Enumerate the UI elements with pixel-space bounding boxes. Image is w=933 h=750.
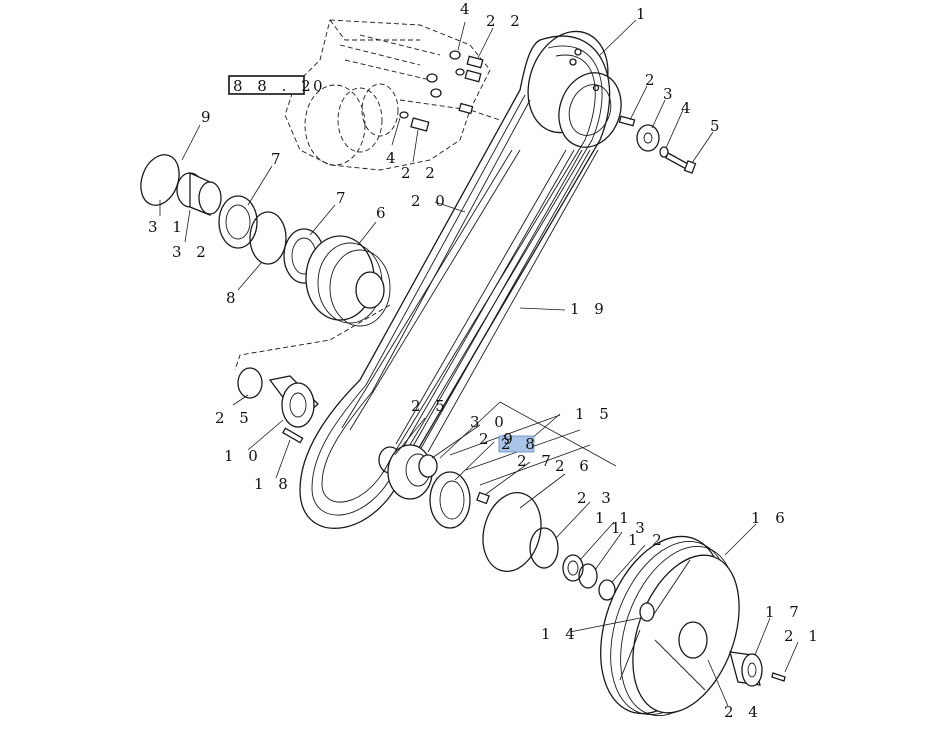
callout-28-highlight [498,435,535,453]
callout-13[interactable]: 1 3 [611,519,650,537]
callout-14[interactable]: 1 4 [541,625,580,643]
large-pulley [600,535,740,717]
callout-27[interactable]: 2 7 [517,452,556,470]
reference-suffix: 0 [313,77,328,95]
v-belt [299,35,611,529]
left-idler-group [140,154,391,327]
leader-lines [159,19,799,707]
callout-7-lower[interactable]: 7 [336,189,351,207]
callout-32[interactable]: 3 2 [172,243,211,261]
callout-18[interactable]: 1 8 [254,475,293,493]
callout-31[interactable]: 3 1 [148,218,187,236]
callout-2[interactable]: 2 [645,71,660,89]
cover-plate [482,492,542,572]
flange-plate [429,471,490,529]
callout-22-top[interactable]: 2 2 [486,12,525,30]
callout-12[interactable]: 1 2 [628,531,667,549]
callout-8[interactable]: 8 [226,289,241,307]
callout-25-left[interactable]: 2 5 [215,409,254,427]
reference-label: 8 8 . 2 [233,77,316,95]
callout-19[interactable]: 1 9 [570,300,609,318]
callout-20[interactable]: 2 0 [411,192,450,210]
top-pulley-fasteners [618,115,697,174]
callout-23[interactable]: 2 3 [577,489,616,507]
dashed-link-left [234,304,391,371]
lower-sprocket [378,444,438,500]
lower-left-parts [237,367,319,444]
callout-4-mid[interactable]: 4 [386,149,401,167]
callout-26[interactable]: 2 6 [555,457,594,475]
callout-11[interactable]: 1 1 [595,509,634,527]
pulley-hub [729,651,786,687]
hardware-top [399,50,484,132]
callout-5[interactable]: 5 [710,117,725,135]
reference-assembly [284,19,501,171]
callout-3[interactable]: 3 [663,85,678,103]
callout-16[interactable]: 1 6 [751,509,790,527]
callout-30[interactable]: 3 0 [470,413,509,431]
seal-ring [529,527,559,569]
top-pulley [527,30,622,148]
reference-box[interactable]: 8 8 . 2 0 [228,75,328,95]
callout-7-upper[interactable]: 7 [271,150,286,168]
callout-labels: 1 2 3 4 4 4 5 6 7 7 8 9 1 0 1 1 1 2 1 3 … [148,0,823,721]
callout-29[interactable]: 2 9 [479,430,518,448]
callout-21[interactable]: 2 1 [784,627,823,645]
bearing-set [562,554,616,601]
callout-22-mid[interactable]: 2 2 [401,164,440,182]
callout-15[interactable]: 1 5 [575,405,614,423]
callout-10[interactable]: 1 0 [224,447,263,465]
callout-17[interactable]: 1 7 [765,603,804,621]
reference-box-frame [228,75,305,95]
callout-25-right[interactable]: 2 5 [411,397,450,415]
callout-9[interactable]: 9 [201,108,216,126]
callout-6[interactable]: 6 [376,204,391,222]
callout-1[interactable]: 1 [636,5,651,23]
callout-4-right[interactable]: 4 [681,99,696,117]
callout-24[interactable]: 2 4 [724,703,763,721]
callout-28[interactable]: 2 8 [501,435,540,453]
callout-4-top[interactable]: 4 [460,0,475,18]
